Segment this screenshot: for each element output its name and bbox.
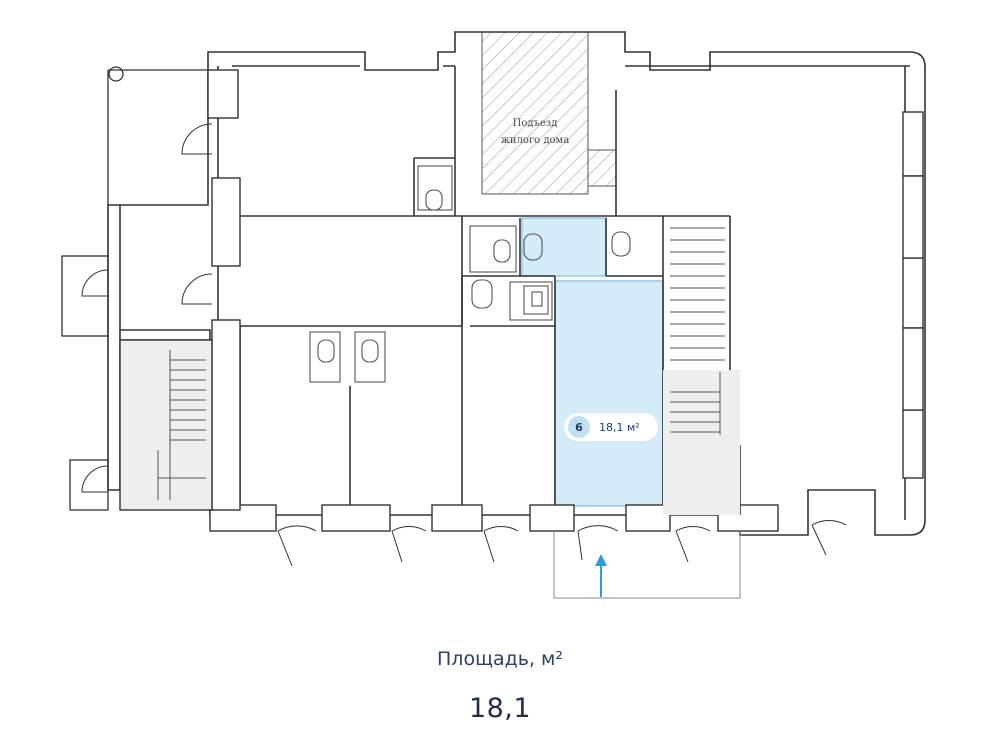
wall-blocks-left: [207, 69, 241, 511]
unit-badge[interactable]: 6 18,1 м²: [564, 413, 658, 441]
windows-bottom: [209, 504, 779, 532]
unit-number: 6: [568, 416, 590, 438]
residential-entrance-label-line1: Подъезд: [513, 118, 558, 129]
area-value: 18,1: [468, 693, 532, 724]
right-staircase: [663, 227, 740, 515]
area-caption: Площадь, м²: [437, 648, 563, 670]
sanitary-fixtures: [309, 165, 631, 383]
entrance-marker: [553, 531, 741, 599]
unit-area: 18,1 м²: [599, 420, 640, 434]
windows-right: [902, 111, 924, 479]
floor-plan: Подъезд жилого дома: [61, 31, 926, 599]
residential-entrance-area: [481, 31, 617, 195]
residential-entrance-label-line2: жилого дома: [501, 135, 570, 146]
doors: [81, 123, 847, 567]
left-staircase: [119, 339, 213, 511]
unit-6-highlight[interactable]: [521, 217, 664, 507]
